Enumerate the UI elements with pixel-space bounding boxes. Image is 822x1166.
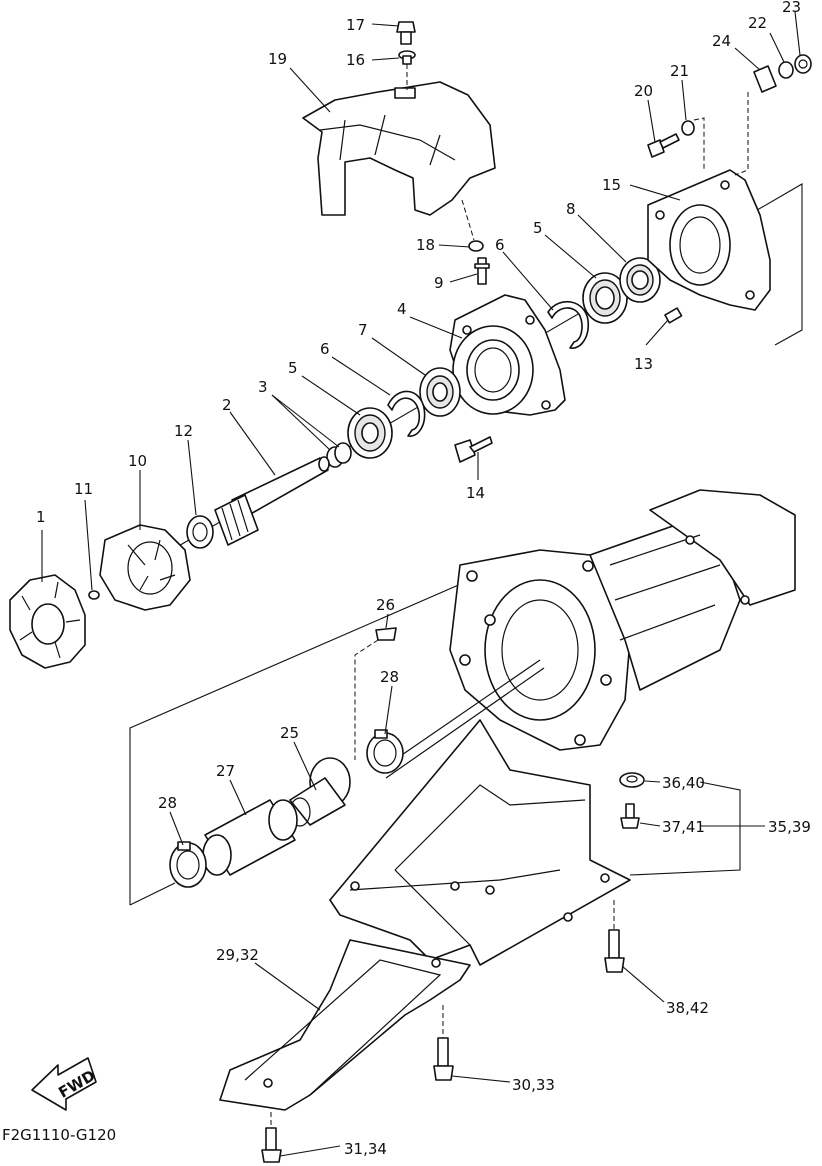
callout-24: 24: [712, 32, 731, 50]
callout-6-upper: 6: [495, 236, 505, 254]
callout-25: 25: [280, 724, 299, 742]
callout-36-40: 36,40: [662, 774, 705, 792]
part-4-bearing-housing: [449, 294, 566, 416]
diagram-code: F2G1110-G120: [2, 1126, 116, 1144]
part-11-damper: [88, 590, 100, 600]
callout-15: 15: [602, 176, 621, 194]
part-12-ring: [186, 515, 214, 549]
part-37-41-bolt: [620, 803, 640, 829]
callout-37-41: 37,41: [662, 818, 705, 836]
callout-26: 26: [376, 596, 395, 614]
part-26-screw: [375, 627, 397, 641]
callout-4: 4: [397, 300, 407, 318]
callout-23: 23: [782, 0, 801, 16]
part-10-coupling: [99, 524, 191, 611]
leader-dash-18: [461, 199, 475, 241]
leader-dash-24: [734, 92, 749, 176]
part-20-bolt: [647, 133, 680, 158]
callout-35-39: 35,39: [768, 818, 811, 836]
leader-dash-26: [354, 639, 379, 760]
callout-17: 17: [346, 16, 365, 34]
callout-20: 20: [634, 82, 653, 100]
callout-22: 22: [748, 14, 767, 32]
part-6-circlip-lower: [387, 390, 426, 437]
intake-duct-upper: [329, 719, 631, 966]
forward-arrow-icon: FWD: [31, 1057, 98, 1111]
callout-28-lower: 28: [158, 794, 177, 812]
callout-7: 7: [358, 321, 368, 339]
part-8-oil-seal: [619, 257, 661, 303]
leader-lines: [41, 11, 801, 1157]
callout-2: 2: [222, 396, 232, 414]
intake-grate-lower: [219, 939, 471, 1111]
assembly-frame-lower-bottom: [129, 882, 176, 906]
callout-11: 11: [74, 480, 93, 498]
part-23-nut: [794, 54, 812, 74]
callout-12: 12: [174, 422, 193, 440]
part-5-bearing-upper: [582, 272, 628, 324]
callout-labels: 1 11 10 12 2 3 5 6 7 4 9 18 6 5 8 15 13 …: [36, 0, 811, 1158]
jet-pump-assembly: [449, 489, 796, 751]
part-25-bellows: [289, 757, 351, 827]
part-7-bearing: [419, 367, 461, 417]
part-16-washer: [398, 50, 416, 65]
part-1-rubber-damper: [9, 574, 86, 669]
part-19-cover: [302, 81, 496, 216]
callout-19: 19: [268, 50, 287, 68]
part-2-drive-shaft: [214, 456, 330, 546]
callout-28-upper: 28: [380, 668, 399, 686]
callout-18: 18: [416, 236, 435, 254]
part-38-42-bolt: [604, 929, 625, 973]
callout-6-lower: 6: [320, 340, 330, 358]
callout-10: 10: [128, 452, 147, 470]
callout-16: 16: [346, 51, 365, 69]
part-6-circlip-upper: [547, 300, 590, 349]
part-21-washer: [681, 120, 695, 136]
part-18-clip: [468, 240, 484, 252]
shaft-centerline-2: [385, 667, 545, 779]
part-5-bearing-lower: [347, 407, 393, 459]
callout-38-42: 38,42: [666, 999, 709, 1017]
callout-21: 21: [670, 62, 689, 80]
callout-8: 8: [566, 200, 576, 218]
callout-31-34: 31,34: [344, 1140, 387, 1158]
part-17-bolt: [396, 21, 416, 45]
callout-1: 1: [36, 508, 46, 526]
part-30-33-bolt: [433, 1037, 454, 1081]
part-28-clamp-upper: [366, 729, 404, 774]
part-13-pin: [664, 307, 683, 324]
callout-14: 14: [466, 484, 485, 502]
callout-9: 9: [434, 274, 444, 292]
leader-dash-20: [693, 117, 705, 170]
assembly-frame-lower: [129, 579, 471, 905]
part-22-washer: [778, 61, 794, 79]
part-36-40-washer: [619, 772, 645, 788]
callout-3: 3: [258, 378, 268, 396]
shaft-centerline: [379, 659, 541, 771]
callout-27: 27: [216, 762, 235, 780]
part-14-bolt: [454, 436, 493, 463]
callout-29-32: 29,32: [216, 946, 259, 964]
callout-30-33: 30,33: [512, 1076, 555, 1094]
part-3-o-ring-b: [334, 442, 352, 464]
callout-13: 13: [634, 355, 653, 373]
part-31-34-bolt: [261, 1127, 282, 1163]
part-24-plate: [753, 65, 777, 93]
callout-5-upper: 5: [533, 219, 543, 237]
part-28-clamp-lower: [169, 841, 207, 888]
part-27-hose: [202, 799, 298, 876]
part-9-nipple: [474, 257, 490, 285]
callout-5-lower: 5: [288, 359, 298, 377]
part-15-housing: [647, 169, 771, 311]
